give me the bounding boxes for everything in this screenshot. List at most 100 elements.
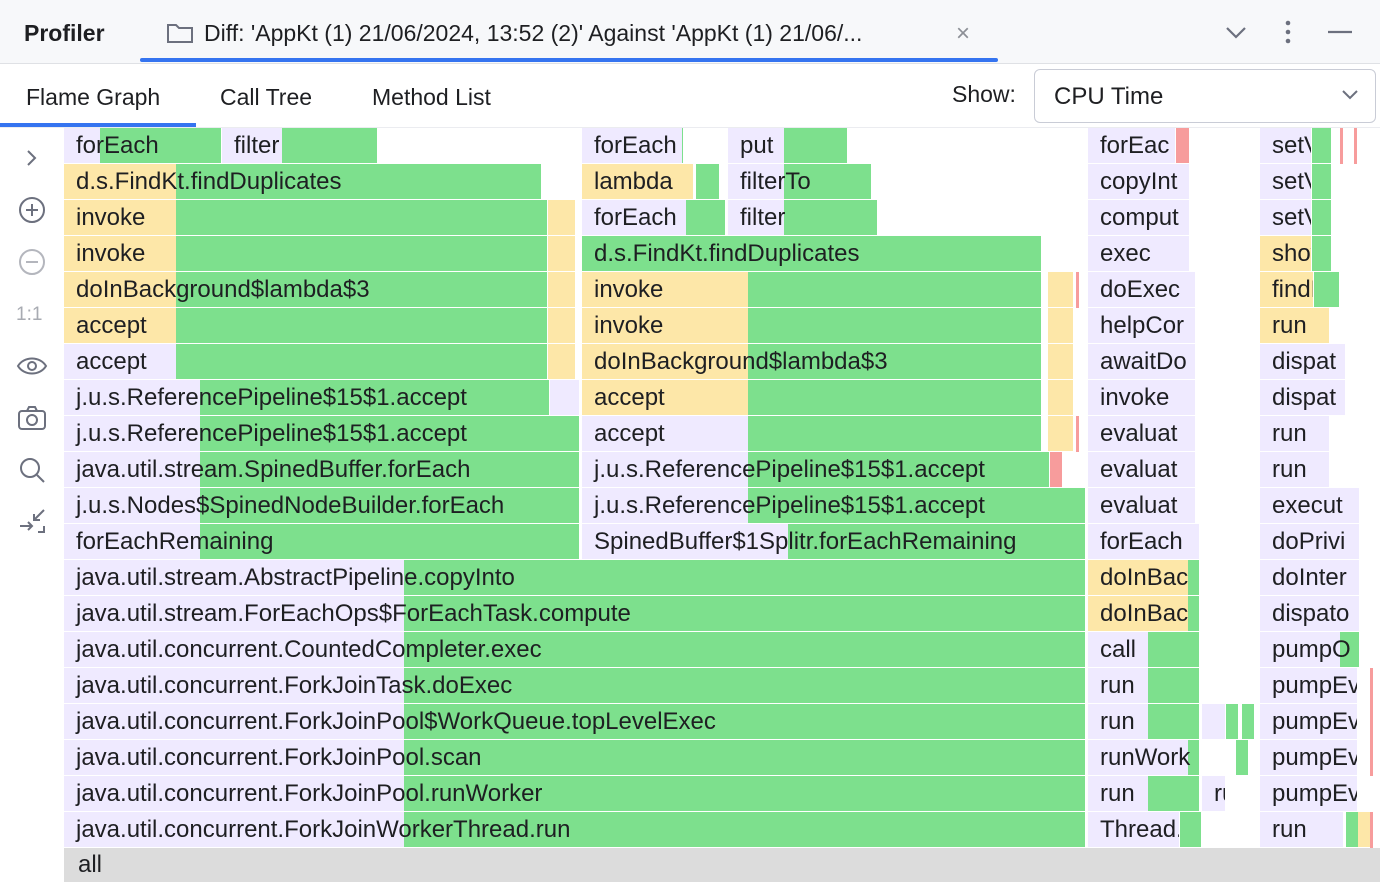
flame-frame[interactable] <box>1076 272 1079 308</box>
flame-frame[interactable] <box>550 380 580 416</box>
flame-frame[interactable] <box>1048 308 1074 344</box>
flame-frame[interactable] <box>1312 128 1332 164</box>
flame-frame[interactable]: forEach <box>1088 524 1200 560</box>
flame-frame[interactable]: doInBac <box>1088 596 1200 632</box>
flame-frame[interactable]: pumpEv <box>1260 776 1358 812</box>
flame-frame[interactable]: dispato <box>1260 596 1360 632</box>
flame-frame[interactable] <box>548 308 576 344</box>
flame-frame[interactable]: filter <box>222 128 378 164</box>
flame-frame[interactable]: setV <box>1260 200 1312 236</box>
flame-frame[interactable]: java.util.concurrent.ForkJoinPool.runWor… <box>64 776 1086 812</box>
flame-frame[interactable]: findDu <box>1260 272 1314 308</box>
flame-frame[interactable]: doInBac <box>1088 560 1200 596</box>
flame-frame[interactable] <box>1370 704 1373 740</box>
flame-frame[interactable]: doInBackground$lambda$3 <box>582 344 1042 380</box>
flame-frame[interactable]: dispat <box>1260 380 1346 416</box>
chevron-right-icon[interactable] <box>16 142 48 174</box>
flame-frame[interactable] <box>1370 812 1373 848</box>
flame-frame[interactable]: doInter <box>1260 560 1360 596</box>
flame-frame[interactable] <box>1202 704 1226 740</box>
tab-flame-graph[interactable]: Flame Graph <box>26 84 161 110</box>
flame-frame[interactable] <box>1242 704 1255 740</box>
zoom-in-icon[interactable] <box>16 194 48 226</box>
flame-frame[interactable] <box>1236 740 1249 776</box>
flame-frame[interactable]: invoke <box>64 200 548 236</box>
flame-frame[interactable]: run <box>1088 668 1200 704</box>
flame-frame[interactable]: SpinedBuffer$1Splitr.forEachRemaining <box>582 524 1086 560</box>
flame-frame[interactable]: j.u.s.ReferencePipeline$15$1.accept <box>64 380 550 416</box>
flame-root-frame[interactable]: all <box>64 848 1380 882</box>
flame-frame[interactable]: j.u.s.Nodes$SpinedNodeBuilder.forEach <box>64 488 580 524</box>
flame-frame[interactable]: java.util.stream.ForEachOps$ForEachTask.… <box>64 596 1086 632</box>
flame-frame[interactable]: j.u.s.ReferencePipeline$15$1.accept <box>582 452 1050 488</box>
flame-frame[interactable]: pumpEv <box>1260 704 1358 740</box>
flame-frame[interactable]: d.s.FindKt.findDuplicates <box>64 164 542 200</box>
flame-frame[interactable]: java.util.concurrent.ForkJoinTask.doExec <box>64 668 1086 704</box>
flame-frame[interactable] <box>1340 128 1343 164</box>
flame-frame[interactable]: call <box>1088 632 1200 668</box>
flame-frame[interactable]: helpCor <box>1088 308 1196 344</box>
flame-frame[interactable] <box>1048 380 1074 416</box>
flame-frame[interactable]: doInBackground$lambda$3 <box>64 272 548 308</box>
flame-frame[interactable]: j.u.s.ReferencePipeline$15$1.accept <box>64 416 580 452</box>
flame-frame[interactable] <box>1354 128 1357 164</box>
flame-frame[interactable]: java.util.concurrent.CountedCompleter.ex… <box>64 632 1086 668</box>
flame-frame[interactable]: filterTo <box>728 164 872 200</box>
flame-frame[interactable]: run <box>1260 812 1344 848</box>
flame-frame[interactable]: d.s.FindKt.findDuplicates <box>582 236 1042 272</box>
flame-frame[interactable]: show <box>1260 236 1312 272</box>
actual-size-button[interactable]: 1:1 <box>16 304 43 325</box>
collapse-arrows-icon[interactable] <box>16 506 48 538</box>
flame-frame[interactable]: run <box>1260 416 1330 452</box>
flame-frame[interactable]: forEach <box>64 128 222 164</box>
flame-frame[interactable]: exec <box>1088 236 1190 272</box>
flame-frame[interactable]: put <box>728 128 848 164</box>
flame-frame[interactable]: invoke <box>1088 380 1196 416</box>
eye-icon[interactable] <box>16 350 48 382</box>
flame-frame[interactable]: run <box>1088 776 1200 812</box>
flame-frame[interactable]: forEach <box>582 128 684 164</box>
flame-frame[interactable]: forEachRemaining <box>64 524 580 560</box>
flame-frame[interactable]: pumpEv <box>1260 740 1358 776</box>
flame-frame[interactable]: copyInt <box>1088 164 1190 200</box>
flame-frame[interactable]: awaitDo <box>1088 344 1196 380</box>
flame-frame[interactable] <box>696 164 720 200</box>
flame-frame[interactable]: invoke <box>582 272 1042 308</box>
minimize-icon[interactable] <box>1326 18 1354 46</box>
flame-frame[interactable]: run <box>1202 776 1226 812</box>
flame-frame[interactable] <box>1048 416 1074 452</box>
flame-frame[interactable]: invoke <box>582 308 1042 344</box>
flame-graph[interactable]: java.util.concurrent.ForkJoinWorkerThrea… <box>64 128 1380 882</box>
flame-frame[interactable]: accept <box>64 344 548 380</box>
flame-frame[interactable] <box>1180 812 1202 848</box>
flame-frame[interactable] <box>1312 164 1332 200</box>
flame-frame[interactable] <box>1050 452 1063 488</box>
tab-call-tree[interactable]: Call Tree <box>220 84 313 110</box>
flame-frame[interactable]: runWork <box>1088 740 1200 776</box>
flame-frame[interactable]: run <box>1088 704 1200 740</box>
flame-frame[interactable] <box>1370 740 1373 776</box>
flame-frame[interactable] <box>1370 668 1373 704</box>
flame-frame[interactable] <box>1314 272 1340 308</box>
flame-frame[interactable] <box>1076 416 1079 452</box>
flame-frame[interactable]: forEach <box>582 200 726 236</box>
flame-frame[interactable]: setV <box>1260 128 1312 164</box>
more-options-icon[interactable] <box>1274 18 1302 46</box>
flame-frame[interactable] <box>1312 236 1332 272</box>
flame-frame[interactable] <box>1176 128 1190 164</box>
flame-frame[interactable]: java.util.stream.SpinedBuffer.forEach <box>64 452 580 488</box>
chevron-down-icon[interactable] <box>1222 18 1250 46</box>
camera-icon[interactable] <box>16 402 48 434</box>
flame-frame[interactable]: accept <box>582 416 1042 452</box>
close-tab-icon[interactable]: × <box>956 20 971 47</box>
flame-frame[interactable] <box>1226 704 1239 740</box>
search-icon[interactable] <box>16 454 48 486</box>
flame-frame[interactable]: setV <box>1260 164 1312 200</box>
flame-frame[interactable]: accept <box>64 308 548 344</box>
flame-frame[interactable]: j.u.s.ReferencePipeline$15$1.accept <box>582 488 1086 524</box>
flame-frame[interactable]: lambda <box>582 164 694 200</box>
flame-frame[interactable] <box>548 344 576 380</box>
flame-frame[interactable]: pumpO <box>1260 632 1360 668</box>
tab-method-list[interactable]: Method List <box>372 84 491 110</box>
flame-frame[interactable]: dispat <box>1260 344 1346 380</box>
